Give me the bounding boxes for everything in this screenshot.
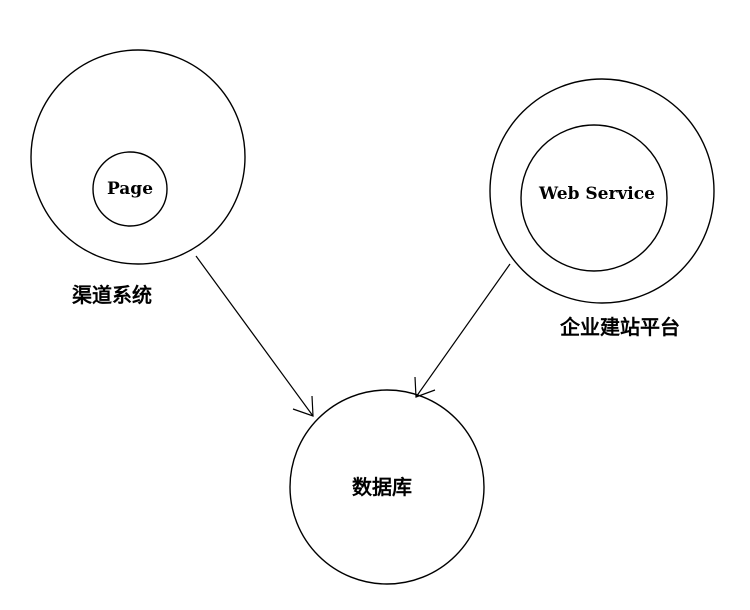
page-circle xyxy=(92,151,168,227)
channel-system-node: Page 渠道系统 xyxy=(30,49,246,307)
web-service-circle xyxy=(520,124,668,272)
database-node: 数据库 xyxy=(289,389,485,585)
arrow-enterprise-to-database xyxy=(414,263,511,398)
arrow-channel-to-database-head xyxy=(292,395,314,417)
enterprise-platform-outer-circle xyxy=(489,78,715,304)
database-circle xyxy=(289,389,485,585)
page-label: Page xyxy=(107,179,153,199)
database-label: 数据库 xyxy=(352,475,412,499)
channel-system-outer-circle xyxy=(30,49,246,265)
channel-system-label: 渠道系统 xyxy=(72,283,152,307)
enterprise-platform-node: Web Service 企业建站平台 xyxy=(489,78,715,339)
arrow-enterprise-to-database-head xyxy=(414,376,436,398)
arrow-channel-to-database-line xyxy=(195,255,314,417)
web-service-label: Web Service xyxy=(538,184,655,204)
arrow-enterprise-to-database-line xyxy=(415,263,511,398)
enterprise-platform-label: 企业建站平台 xyxy=(559,315,680,339)
arrow-channel-to-database xyxy=(195,255,314,417)
